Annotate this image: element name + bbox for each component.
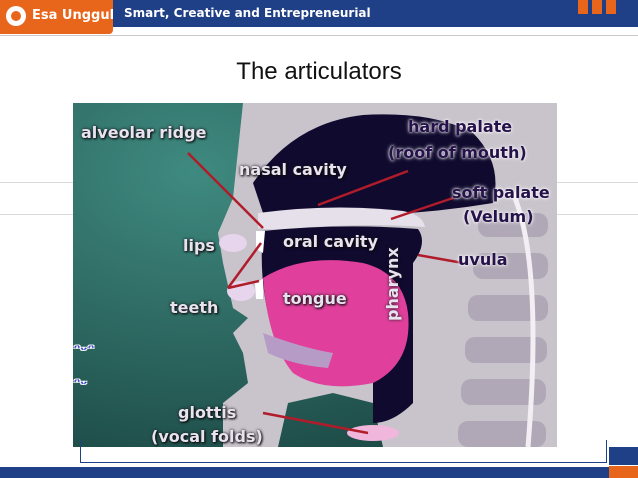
footer-square [609, 447, 638, 465]
pointer-glottis [262, 411, 369, 435]
label-velum: (Velum) [463, 207, 534, 226]
label-tongue: tongue [283, 289, 347, 308]
pointer-teeth-lower [227, 279, 260, 290]
vocal-tract-illustration [73, 103, 557, 447]
vertebra [461, 379, 546, 405]
esa-unggul-logo-icon [6, 6, 26, 26]
logo-text: Esa Unggul [32, 8, 115, 23]
university-logo: Esa Unggul [0, 0, 115, 34]
vertebra [468, 295, 548, 321]
footer-accent [609, 466, 638, 478]
pointer-lines [187, 152, 464, 435]
upper-lip-shape [219, 234, 247, 252]
scribble-mark: ᵔᵕᵔ [73, 341, 95, 359]
background-line [0, 182, 73, 183]
header-divider [0, 35, 638, 36]
vertebra [465, 337, 547, 363]
header-tagline: Smart, Creative and Entrepreneurial [124, 6, 371, 20]
header-square-3 [606, 0, 616, 14]
background-line [0, 214, 73, 215]
label-glottis: glottis [178, 403, 237, 422]
background-line [557, 214, 638, 215]
header-square-2 [592, 0, 602, 14]
hard-palate-shape [258, 207, 425, 230]
footer-frame [80, 440, 607, 463]
label-oral-cavity: oral cavity [283, 232, 379, 251]
articulators-diagram: alveolar ridge hard palate (roof of mout… [73, 103, 557, 447]
header-square-1 [578, 0, 588, 14]
pointer-teeth-upper [226, 242, 263, 289]
pointer-uvula [417, 253, 464, 265]
pointer-soft-palate [390, 196, 454, 221]
slide-title: The articulators [236, 58, 402, 85]
label-lips: lips [183, 236, 215, 255]
scribble-mark: ᵔᵕ [73, 375, 88, 393]
background-line [557, 182, 638, 183]
vertebra [458, 421, 546, 447]
jaw-shape [263, 333, 333, 368]
label-vocal-folds: (vocal folds) [151, 427, 263, 446]
label-hard-palate: hard palate [408, 117, 513, 136]
label-alveolar-ridge: alveolar ridge [81, 123, 207, 142]
label-uvula: uvula [458, 250, 508, 269]
pointer-alveolar-ridge [187, 152, 264, 229]
label-pharynx: pharynx [383, 247, 402, 321]
pointer-hard-palate [317, 169, 409, 207]
spinal-cord-shape [510, 192, 536, 447]
lower-teeth-shape [255, 279, 263, 299]
label-roof-of-mouth: (roof of mouth) [388, 143, 527, 162]
glottis-shape [347, 425, 399, 441]
nasal-cavity-shape [253, 114, 496, 217]
vertebra [478, 213, 548, 237]
footer-bar [0, 467, 638, 478]
label-teeth: teeth [170, 298, 219, 317]
label-soft-palate: soft palate [452, 183, 550, 202]
label-nasal-cavity: nasal cavity [239, 160, 347, 179]
